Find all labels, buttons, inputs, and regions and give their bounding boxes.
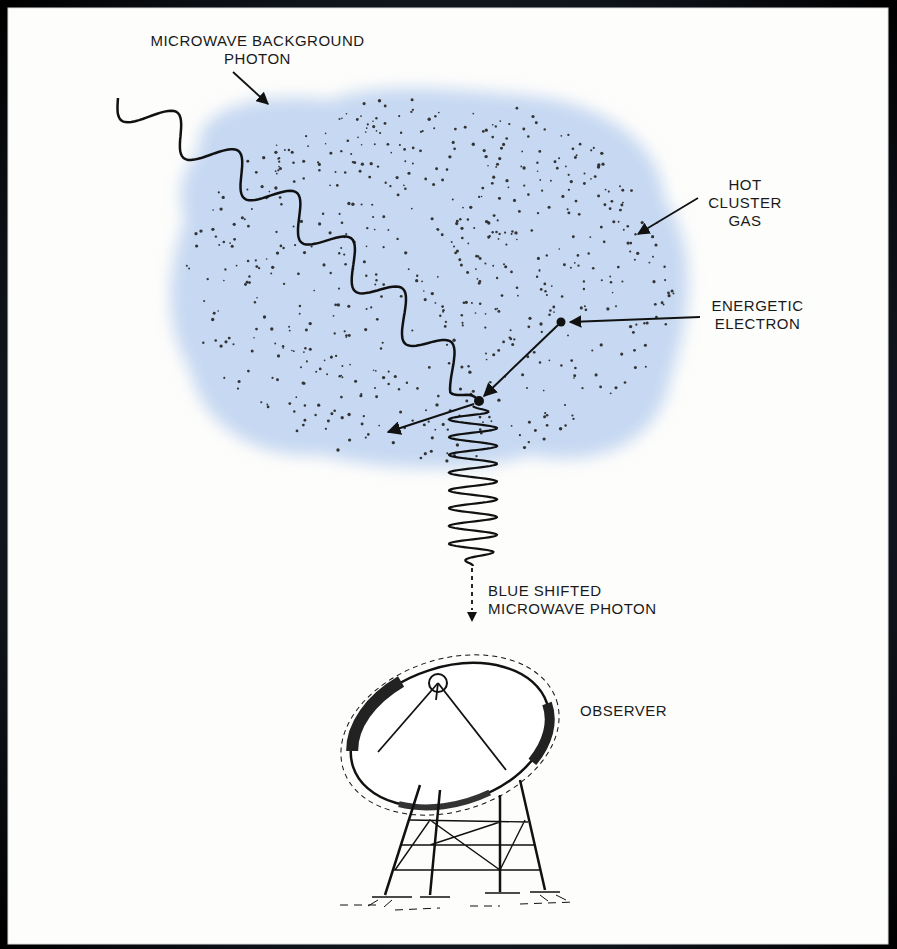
blue-shifted-photon — [449, 406, 497, 566]
photon-path — [471, 568, 473, 610]
callout-label: HOT CLUSTER GAS — [700, 176, 790, 230]
panel — [8, 8, 888, 944]
electron-path — [484, 325, 558, 396]
callout-label: ENERGETIC ELECTRON — [700, 297, 815, 333]
scattering-point — [474, 396, 484, 406]
callout-label: MICROWAVE BACKGROUND PHOTON — [150, 32, 365, 68]
callout-label: OBSERVER — [580, 702, 690, 720]
leader-arrow — [570, 317, 700, 322]
photon-arrowhead — [467, 612, 477, 622]
callout-label: BLUE SHIFTED MICROWAVE PHOTON — [488, 582, 688, 618]
radio-telescope — [320, 628, 580, 910]
background-photon — [118, 98, 477, 398]
gas-dots — [186, 98, 675, 462]
hot-gas-cloud — [171, 88, 689, 468]
leader-arrow — [233, 72, 268, 104]
scattered-electron — [388, 404, 474, 432]
leader-arrow — [638, 198, 698, 234]
